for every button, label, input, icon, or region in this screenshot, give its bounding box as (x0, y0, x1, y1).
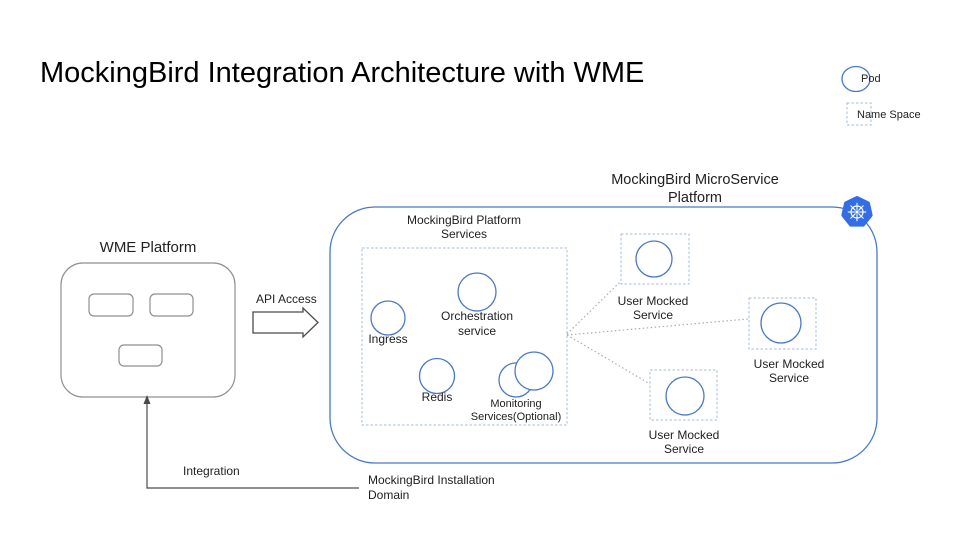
integration-label: Integration (183, 464, 240, 478)
microservice-platform-box (329, 206, 878, 464)
mocked-service-namespace-2 (748, 297, 817, 350)
mocked-service-pod-2 (760, 302, 802, 344)
mocked-service-namespace-1 (620, 233, 690, 285)
user-mocked-service-label-1: User Mocked Service (617, 294, 689, 322)
connector-to-mocked-1 (566, 281, 621, 335)
wme-module-box (149, 293, 194, 317)
user-mocked-service-label-3: User Mocked Service (648, 428, 720, 456)
orchestration-service-label: Orchestration service (440, 309, 514, 338)
platform-services-namespace-box (361, 247, 568, 426)
orchestration-pod (457, 272, 497, 312)
pod-legend-icon (841, 65, 871, 93)
mocked-service-pod-3 (665, 376, 705, 416)
api-access-label: API Access (256, 292, 317, 306)
mocked-service-namespace-3 (649, 369, 718, 421)
namespace-legend-icon (846, 102, 872, 126)
wme-platform-label: WME Platform (99, 239, 197, 256)
redis-label: Redis (421, 390, 453, 404)
slide-title: MockingBird Integration Architecture wit… (40, 57, 645, 89)
integration-line (146, 401, 359, 489)
legend-namespace-label: Name Space (857, 109, 921, 121)
wme-module-box (118, 344, 163, 367)
platform-services-label: MockingBird Platform Services (406, 213, 522, 241)
ingress-label: Ingress (368, 332, 408, 346)
mocked-service-pod-1 (635, 240, 673, 278)
monitoring-pod-front (514, 351, 554, 391)
ingress-pod (370, 300, 406, 336)
monitoring-services-label: Monitoring Services(Optional) (470, 398, 562, 423)
wme-platform-box (60, 262, 236, 398)
integration-arrowhead (143, 395, 151, 404)
kubernetes-icon (841, 196, 873, 227)
redis-pod (418, 357, 456, 395)
legend-pod-label: Pod (861, 73, 881, 85)
user-mocked-service-label-2: User Mocked Service (753, 357, 825, 385)
connector-to-mocked-3 (566, 334, 651, 385)
wme-module-box (88, 293, 134, 317)
installation-domain-label: MockingBird Installation Domain (368, 473, 495, 502)
microservice-platform-title: MockingBird MicroService Platform (611, 172, 779, 206)
api-access-arrow (252, 306, 319, 339)
